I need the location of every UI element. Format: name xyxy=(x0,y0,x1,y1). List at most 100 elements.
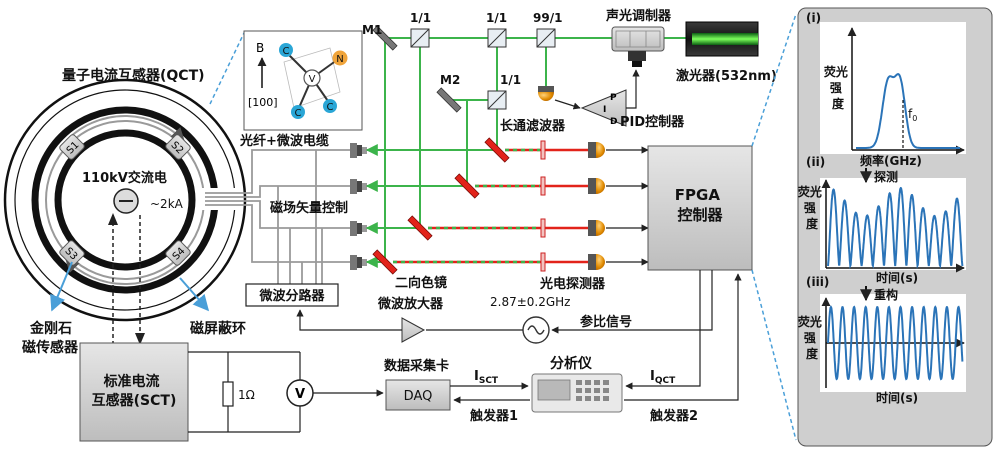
ylabel-line: 度 xyxy=(832,96,845,111)
panel-i-label: (i) xyxy=(806,11,821,25)
nv-b-label: B xyxy=(256,41,264,55)
sct-line1: 标准电流 xyxy=(103,373,160,390)
fpga-label: FPGA 控制器 xyxy=(675,186,725,224)
odmr-curve xyxy=(856,73,960,149)
ylabel-line: 荧光 xyxy=(824,64,848,79)
beam-splitter-4 xyxy=(536,28,556,48)
detector-signal-lines xyxy=(606,146,649,266)
photodetector-1 xyxy=(588,142,605,158)
panel-link-top xyxy=(751,13,797,147)
shield-ring-label: 磁屏蔽环 xyxy=(190,320,246,337)
pid-input-line xyxy=(554,99,581,110)
field-control-label: 磁场矢量控制 xyxy=(270,200,348,216)
carbon-atom-icon xyxy=(323,99,337,113)
vacancy-icon xyxy=(303,69,321,87)
isct-main: I xyxy=(474,369,479,384)
voltmeter-label: V xyxy=(295,387,305,402)
fiber-cable-label: 光纤+微波电缆 xyxy=(239,133,329,149)
trigger2-line xyxy=(624,273,742,401)
current-label: ~2kA xyxy=(150,197,184,211)
photodetector-4 xyxy=(588,254,605,270)
resistor-label: 1Ω xyxy=(238,388,255,402)
laser-label: 激光器(532nm) xyxy=(676,68,777,84)
m2-label: M2 xyxy=(440,73,460,87)
carbon-atom-icon xyxy=(279,43,293,57)
fpga-line2: 控制器 xyxy=(677,206,723,224)
mw-amp-label: 微波放大器 xyxy=(377,296,444,312)
nv-v-label: V xyxy=(309,74,316,85)
arrow-down-icon xyxy=(135,333,145,345)
cable-bundle xyxy=(205,149,357,284)
shield-callout-arrow xyxy=(179,277,210,312)
ylabel-line: 荧光 xyxy=(798,314,822,329)
sensor-callout-arrow xyxy=(50,261,73,312)
connector-2 xyxy=(350,179,367,194)
isct-label: ISCT xyxy=(474,369,499,386)
split2-label: 1/1 xyxy=(486,11,507,25)
iqct-line xyxy=(625,270,701,390)
trigger1-label: 触发器1 xyxy=(469,408,518,424)
mirror-m1 xyxy=(372,25,398,51)
ylabel-line: 度 xyxy=(806,346,819,361)
freq-xlabel: 频率(GHz) xyxy=(860,153,922,168)
daq-box-label: DAQ xyxy=(404,389,433,404)
iqct-sub: QCT xyxy=(655,376,676,386)
pid-label: PID控制器 xyxy=(620,114,685,130)
ac-line-label: 110kV交流电 xyxy=(82,170,167,186)
connector-3 xyxy=(350,221,367,236)
nv-c-label: C xyxy=(295,108,302,119)
diamond-sensor-line2: 磁传感器 xyxy=(22,339,79,356)
fpga-line1: FPGA xyxy=(675,186,721,204)
pid-photodetector xyxy=(538,86,554,101)
laser xyxy=(685,21,759,57)
mw-amplifier-icon xyxy=(401,317,426,343)
pid-output-line xyxy=(626,69,640,109)
panel-iii-ylabel: 荧光 强 度 xyxy=(798,314,826,361)
pid-p: P xyxy=(610,93,617,103)
reference-label: 参比信号 xyxy=(580,314,632,330)
time-xlabel-2: 时间(s) xyxy=(876,390,918,405)
connector-4 xyxy=(350,255,367,270)
beam-splitter-1 xyxy=(410,28,430,48)
iqct-label: IQCT xyxy=(650,369,676,386)
nv-center-inset: B [100] C C C N V xyxy=(209,30,363,131)
resistor-icon xyxy=(222,381,234,407)
reconstructed-sine-curve xyxy=(827,305,964,381)
mw-splitter-label: 微波分路器 xyxy=(258,288,325,304)
fluorescence-beam-paths xyxy=(393,148,592,264)
qct-label: 量子电流互感器(QCT) xyxy=(62,67,205,84)
ac-conductor xyxy=(113,188,139,214)
panel-i-ylabel: 荧光 强 度 xyxy=(824,64,852,111)
panel-ii-label: (ii) xyxy=(806,155,825,169)
carbon-atom-icon xyxy=(291,105,305,119)
trigger2-label: 触发器2 xyxy=(649,408,698,424)
connector-1 xyxy=(350,143,367,158)
daq-box xyxy=(385,379,451,411)
nitrogen-atom-icon xyxy=(332,50,348,66)
pid-d: D xyxy=(610,117,617,127)
beam-splitter-2 xyxy=(487,28,507,48)
dichroic-label: 二向色镜 xyxy=(395,275,447,291)
split4-label: 99/1 xyxy=(533,11,562,25)
mirror-m2 xyxy=(436,87,462,113)
fpga-box: FPGA 控制器 xyxy=(647,145,753,271)
panel-ii-ylabel: 荧光 强 度 xyxy=(798,184,826,231)
pid-i: I xyxy=(603,105,606,115)
nv-c-label: C xyxy=(327,102,334,113)
photodetector-2 xyxy=(588,178,605,194)
aom xyxy=(611,26,665,67)
sensor-s1: S1 xyxy=(59,134,85,160)
ylabel-line: 强 xyxy=(830,81,842,95)
split1-label: 1/1 xyxy=(410,11,431,25)
beam-splitter-3 xyxy=(487,90,507,110)
f0-label: f0 xyxy=(908,107,917,123)
isct-sub: SCT xyxy=(479,376,499,386)
longpass-label: 长通滤波器 xyxy=(500,118,566,134)
sct-output-circuit xyxy=(188,351,301,433)
dichroic-mirror-2 xyxy=(454,173,480,199)
mw-splitter-box xyxy=(245,283,339,307)
diamond-sensor-line1: 金刚石 xyxy=(29,320,72,337)
ylabel-line: 荧光 xyxy=(798,184,822,199)
sct-box: 标准电流 互感器(SCT) xyxy=(79,342,189,442)
